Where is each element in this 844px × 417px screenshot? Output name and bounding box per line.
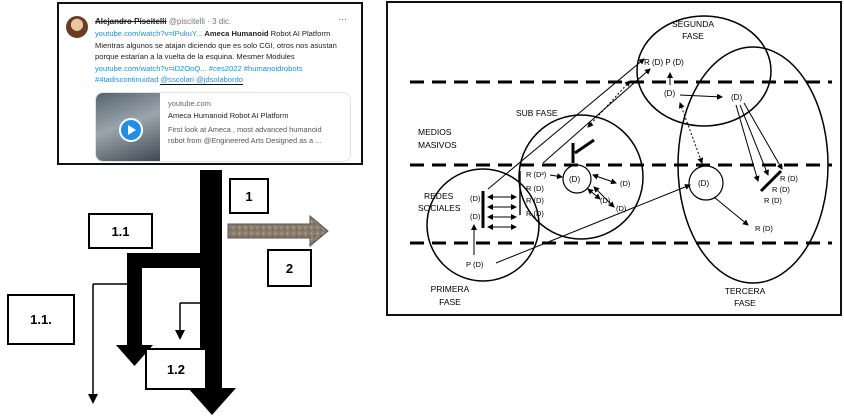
- tweet-text-2: Mientras algunos se atajan diciendo que …: [95, 40, 337, 50]
- tweet-hashtag-2[interactable]: #4tadiscontinuidad: [95, 75, 161, 84]
- tweet-header: Alejandro Piscitelli @piscitelli · 3 dic…: [95, 17, 231, 26]
- branch-left: [127, 253, 142, 348]
- preview-title: Ameca Humanoid Robot AI Platform: [168, 111, 289, 120]
- label-segunda-fase-2: FASE: [682, 31, 704, 41]
- node-rd-tercera-1: R (D): [780, 174, 798, 183]
- tweet-bold-text: Ameca Humanoid: [204, 29, 269, 38]
- branch-horizontal: [127, 253, 207, 268]
- circle-segunda-fase: [636, 15, 772, 127]
- node-pd-primera: P (D): [466, 260, 484, 269]
- circle-sub-fase: [518, 114, 644, 240]
- preview-desc-line-1: First look at Ameca , most advanced huma…: [168, 125, 322, 134]
- stroke-sub-diag: [574, 138, 595, 155]
- arrow-sub-d-1: [592, 173, 617, 185]
- preview-thumbnail: [96, 93, 160, 161]
- preview-description: First look at Ameca , most advanced huma…: [168, 124, 346, 146]
- avatar[interactable]: [66, 16, 88, 38]
- node-rd-tercera-2: R (D): [772, 185, 790, 194]
- preview-desc-line-2: robot from @Engineered Arts Designed as …: [168, 136, 322, 145]
- label-medios-2: MASIVOS: [418, 140, 457, 150]
- more-options-icon[interactable]: ···: [338, 14, 347, 24]
- arrow-tercera-1: [735, 104, 760, 182]
- node-d-primera-2: (D): [470, 212, 481, 221]
- node-rd-tercera-3: R (D): [764, 196, 782, 205]
- arrow-tercera-2: [739, 104, 769, 176]
- arrow-to-2: [227, 214, 329, 248]
- arrow-segunda-dotted: [678, 102, 704, 164]
- tweet-hashtags[interactable]: #ces2022 #humanoidrobots: [206, 63, 303, 73]
- node-d-sub-right-3: (D): [616, 204, 627, 213]
- node-rd-tercera-4: R (D): [755, 224, 773, 233]
- link-preview-card[interactable]: youtube.com Ameca Humanoid Robot AI Plat…: [95, 92, 351, 162]
- tweet-link-1[interactable]: youtube.com/watch?v=lPukuY...: [95, 29, 203, 38]
- node-rd-sub-1: R (D): [526, 184, 544, 193]
- label-redes-2: SOCIALES: [418, 203, 461, 213]
- arrow-sub-d-3: [593, 186, 615, 208]
- node-d-sub-right-1: (D): [620, 179, 631, 188]
- tweet-mentions[interactable]: @sscolari @jdsolabordo: [160, 75, 243, 85]
- circle-tercera-fase: [677, 46, 829, 284]
- label-box-1-1-dot: 1.1.: [7, 294, 75, 345]
- circle-primera-fase: [426, 168, 540, 282]
- label-primera-1: PRIMERA: [431, 284, 470, 294]
- node-rd2: R (D²): [526, 170, 547, 179]
- preview-domain: youtube.com: [168, 99, 211, 108]
- node-d-segunda-right: (D): [731, 93, 742, 102]
- tweet-card: Alejandro Piscitelli @piscitelli · 3 dic…: [57, 2, 363, 165]
- circle-d-tercera: [688, 165, 724, 201]
- label-tercera-1: TERCERA: [725, 286, 766, 296]
- node-d-segunda: (D): [664, 89, 675, 98]
- tweet-text-3: porque estarían a la vuelta de la esquin…: [95, 52, 295, 61]
- node-d-sub-right-2: (D): [600, 196, 611, 205]
- label-primera-2: FASE: [439, 297, 461, 307]
- node-d-tercera: (D): [698, 179, 709, 188]
- arrow-segunda-right: [679, 93, 723, 100]
- thin-arrow-left: [88, 283, 128, 404]
- main-trunk: [200, 170, 222, 396]
- label-box-1-1: 1.1: [88, 213, 153, 249]
- stroke-tercera: [759, 169, 783, 193]
- node-d-primera: (D): [470, 194, 481, 203]
- tweet-text-1: Robot AI Platform: [268, 29, 331, 38]
- phases-diagram-svg: SEGUNDA FASE SUB FASE MEDIOS MASIVOS RED…: [410, 15, 832, 308]
- label-segunda-fase-1: SEGUNDA: [672, 19, 714, 29]
- tweet-author[interactable]: Alejandro Piscitelli: [95, 17, 167, 26]
- arrow-tercera-3: [743, 102, 783, 170]
- arrow-tercera-d: [713, 196, 749, 226]
- label-box-1: 1: [229, 178, 269, 214]
- phases-diagram: SEGUNDA FASE SUB FASE MEDIOS MASIVOS RED…: [386, 1, 842, 316]
- tweet-date[interactable]: · 3 dic.: [207, 17, 232, 26]
- main-trunk-arrowhead: [188, 388, 236, 415]
- play-icon[interactable]: [119, 118, 143, 142]
- node-rd-sub-2: R (D): [526, 196, 544, 205]
- label-box-2: 2: [267, 249, 312, 287]
- tweet-text: youtube.com/watch?v=lPukuY... Ameca Huma…: [95, 28, 359, 86]
- arrow-primera-to-tercera: [495, 184, 691, 264]
- tweet-link-2[interactable]: youtube.com/watch?v=iD2OoQ...: [95, 63, 207, 73]
- label-medios-1: MEDIOS: [418, 127, 452, 137]
- circle-d-small: [562, 164, 592, 194]
- node-rd-sub-3: R (D): [526, 209, 544, 218]
- node-rd-pd: R (D) P (D): [644, 58, 684, 67]
- label-redes-1: REDES: [424, 191, 454, 201]
- tweet-handle: @piscitelli: [168, 17, 205, 26]
- label-sub-fase: SUB FASE: [516, 108, 558, 118]
- label-tercera-2: FASE: [734, 298, 756, 308]
- thin-arrow-inner: [175, 302, 200, 340]
- branch-left-arrowhead: [116, 345, 153, 366]
- arrow-rd2-right: [549, 173, 563, 180]
- node-d-sub: (D): [569, 175, 580, 184]
- label-box-1-2: 1.2: [145, 348, 207, 390]
